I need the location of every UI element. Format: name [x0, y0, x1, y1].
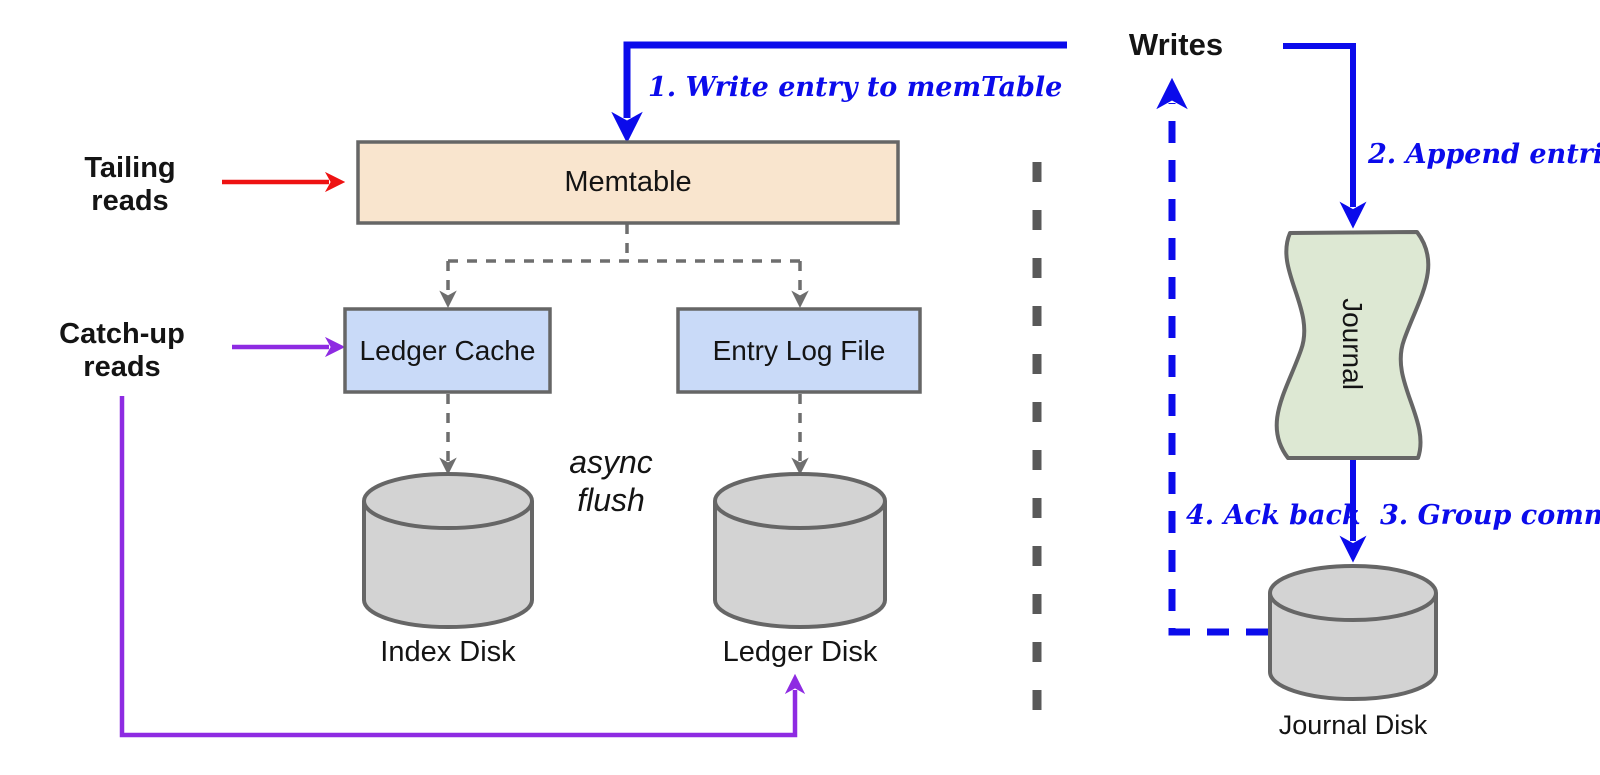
- entry-log-file-box: [676, 307, 922, 394]
- async-flush-label: async flush: [569, 444, 653, 518]
- arrow-catchup-to-ledger-disk: [119, 396, 806, 738]
- entry-log-file-label: Entry Log File: [712, 334, 886, 366]
- ledger-disk-label: Ledger Disk: [722, 636, 878, 668]
- arrow-ack-back-dashed: [1156, 77, 1268, 636]
- index-disk-label: Index Disk: [380, 636, 516, 668]
- arrow-writes-to-memtable: [611, 41, 1067, 144]
- writes-label: Writes: [1128, 27, 1224, 62]
- arrow-writes-to-journal: [1283, 43, 1367, 229]
- tailing-reads-label: Tailing reads: [84, 152, 176, 217]
- memtable-label: Memtable: [564, 166, 692, 198]
- journal-flag-shape: [1274, 230, 1431, 460]
- journal-disk-label: Journal Disk: [1278, 710, 1428, 740]
- step1-annotation: 1. Write entry to memTable: [648, 72, 1063, 103]
- index-disk-cylinder: [362, 472, 534, 629]
- journal-label: Journal: [1337, 298, 1368, 390]
- step3-annotation: 3. Group commits: [1380, 500, 1600, 531]
- catch-up-reads-label: Catch-up reads: [59, 318, 185, 383]
- journal-disk-cylinder: [1268, 564, 1438, 701]
- ledger-cache-label: Ledger Cache: [359, 334, 536, 366]
- step4-annotation: 4. Ack back: [1186, 500, 1361, 531]
- memtable-box: [356, 140, 900, 225]
- step2-annotation: 2. Append entries: [1368, 139, 1600, 170]
- ledger-cache-box: [343, 307, 552, 394]
- ledger-disk-cylinder: [713, 472, 887, 629]
- dashed-memtable-split: [448, 224, 800, 263]
